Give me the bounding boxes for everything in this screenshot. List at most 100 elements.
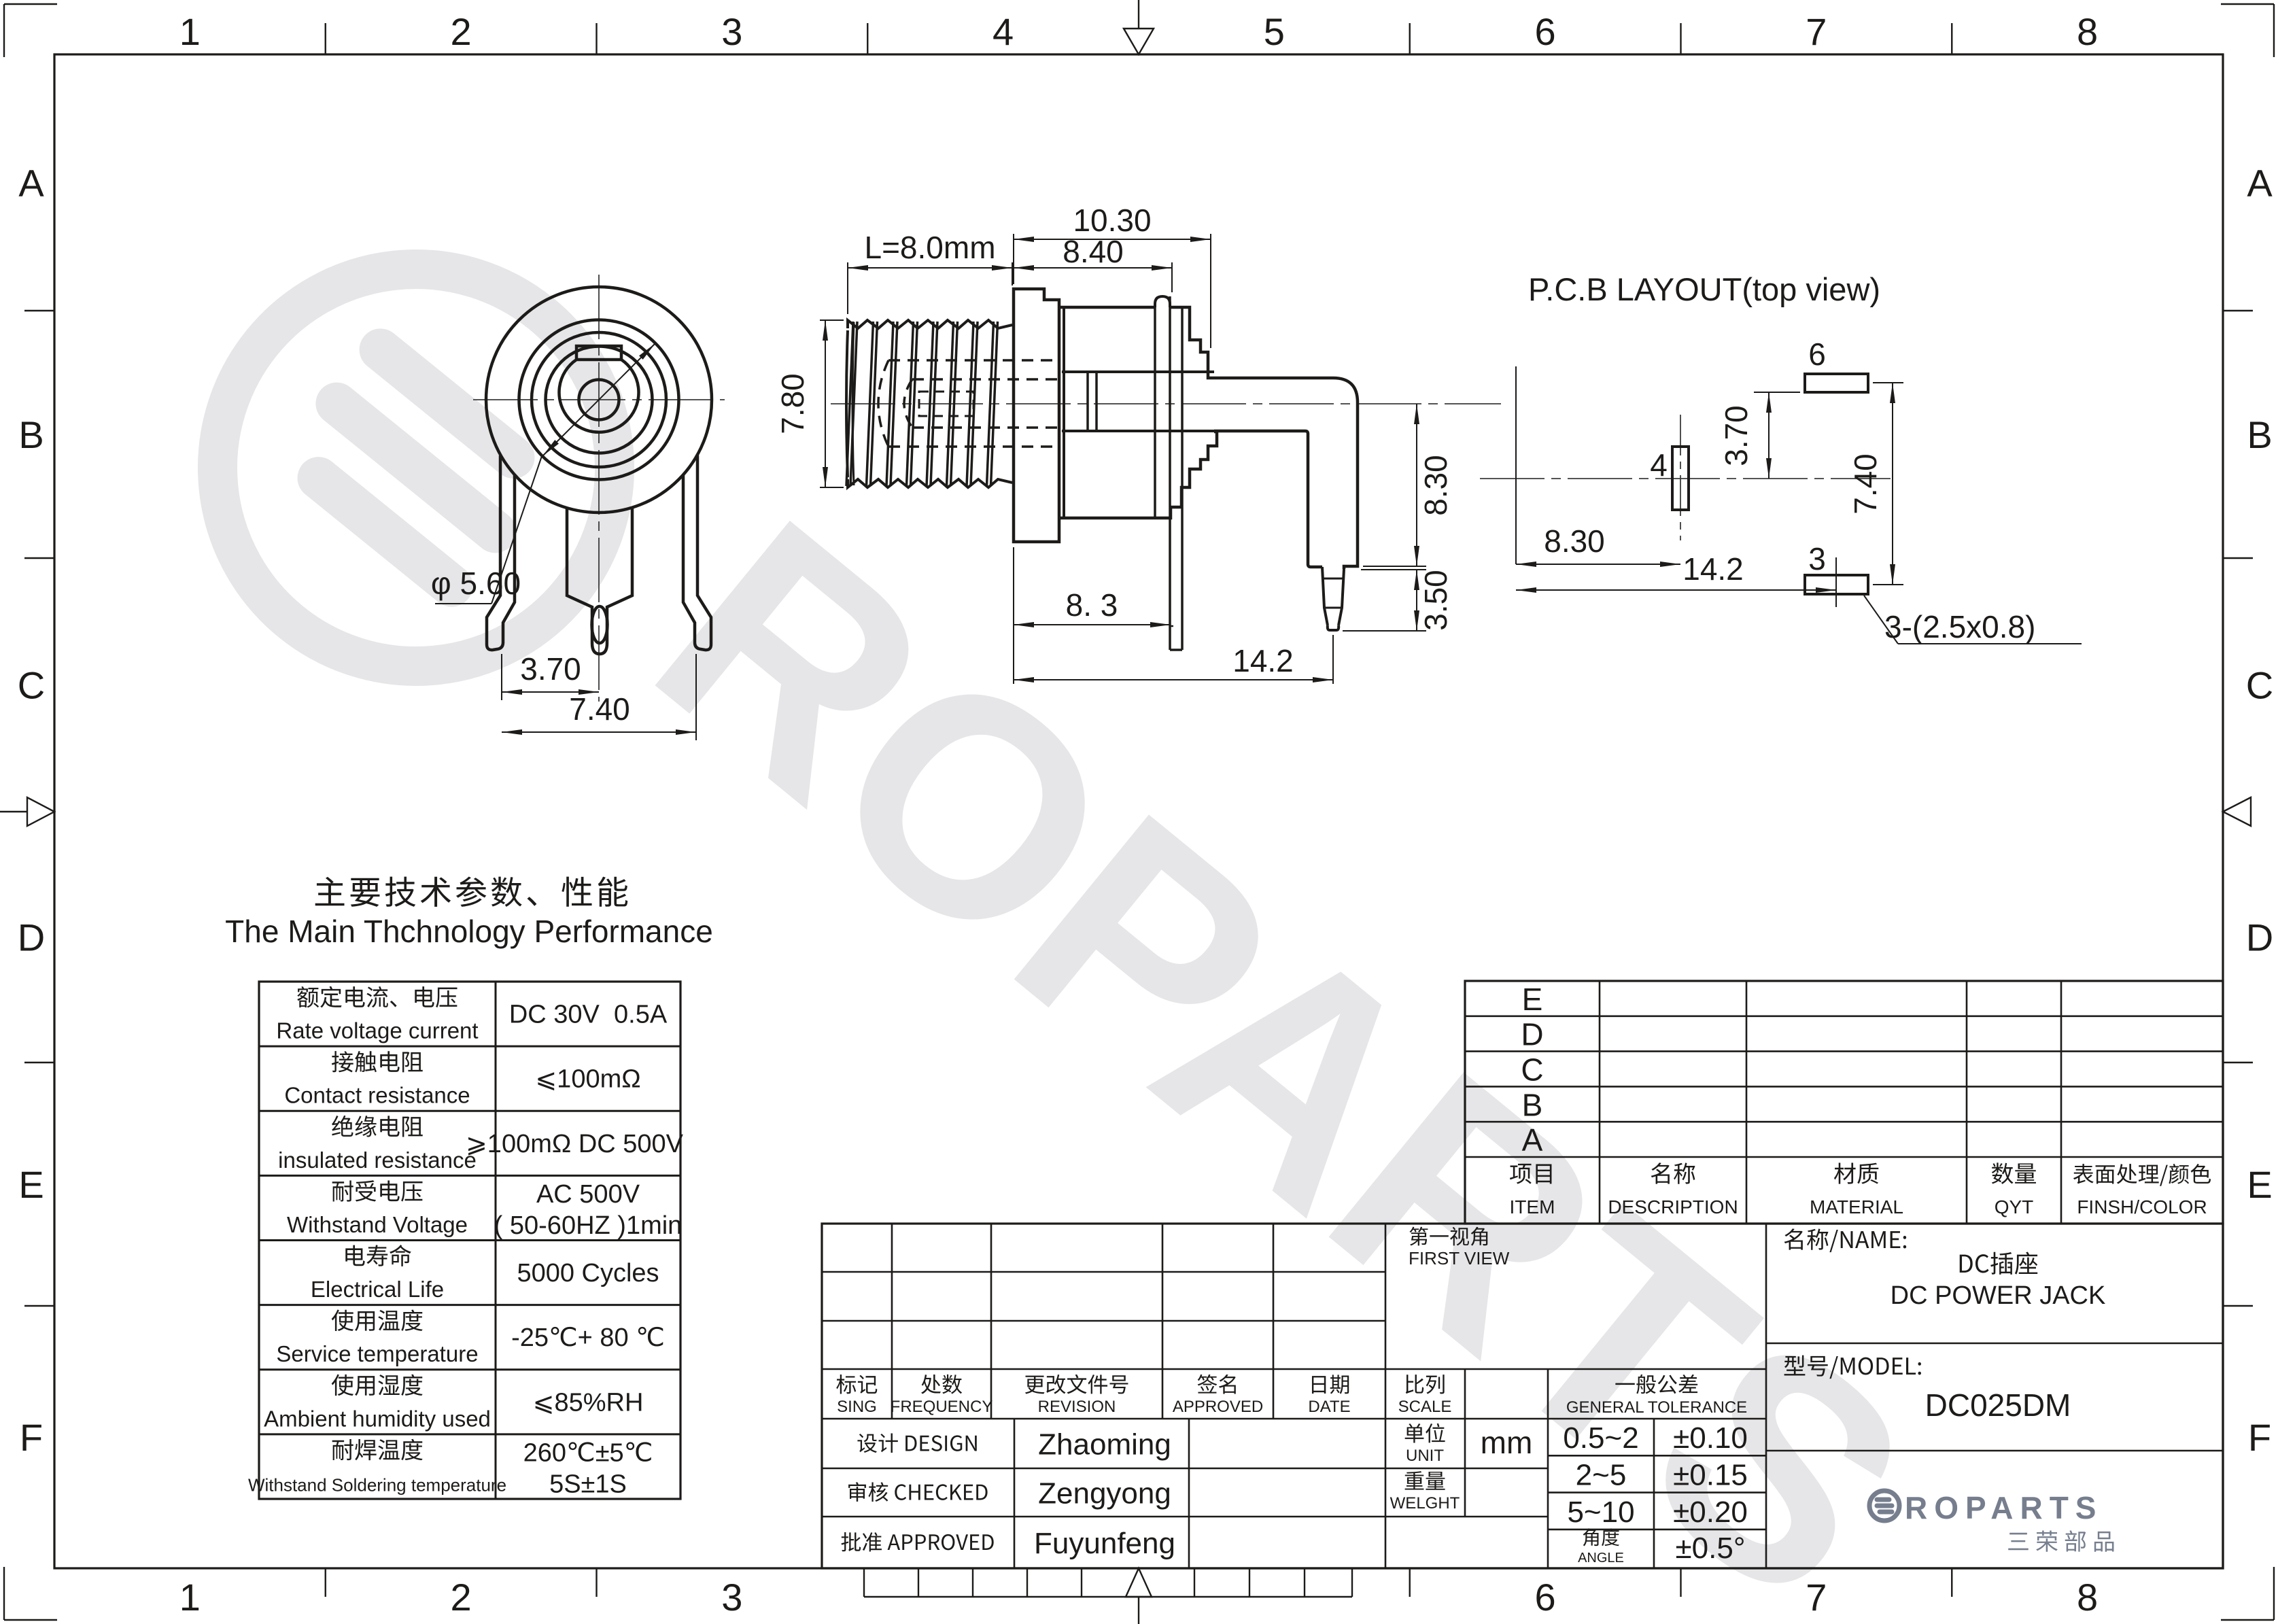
spec-row-0-cn-shape bbox=[366, 986, 388, 1008]
grid-col-label-top-6: 6 bbox=[1535, 10, 1556, 53]
pcb-dim-pad6-offset: 3.70 bbox=[1719, 405, 1754, 466]
first-view-cn-shape bbox=[1450, 1226, 1469, 1246]
grid-row-label-left-D: D bbox=[18, 916, 45, 959]
spec-row-2-cn-shape bbox=[332, 1115, 353, 1137]
rev-header-3-en: APPROVED bbox=[1173, 1398, 1263, 1416]
sign-row-0-label-shape bbox=[931, 1435, 942, 1451]
logo-cn bbox=[2008, 1530, 2114, 1552]
model-label-shape bbox=[1840, 1358, 1855, 1375]
spec-row-2-cn-shape bbox=[402, 1116, 423, 1137]
side-view-shape bbox=[846, 477, 1013, 491]
side-view-shape bbox=[903, 379, 914, 428]
pcb-pad6-label: 6 bbox=[1808, 336, 1826, 372]
grid-col-label-top-8: 8 bbox=[2077, 10, 2098, 53]
sign-row-2-label-shape bbox=[970, 1534, 980, 1550]
grid-row-label-right-E: E bbox=[2247, 1163, 2272, 1206]
name-cn-shape bbox=[1975, 1254, 1989, 1273]
sign-row-2-label-shape bbox=[915, 1534, 926, 1550]
weight-en: WELGHT bbox=[1390, 1494, 1460, 1513]
sign-row-1-label-shape bbox=[976, 1484, 988, 1500]
grid-col-label-top-2: 2 bbox=[451, 10, 472, 53]
scale-cn bbox=[1405, 1375, 1445, 1394]
sign-row-1-label-shape bbox=[964, 1484, 973, 1500]
spec-title-cn-shape bbox=[350, 878, 380, 907]
side-view-shape bbox=[925, 321, 935, 487]
unit-value: mm bbox=[1481, 1425, 1533, 1460]
name-label-shape bbox=[1903, 1235, 1907, 1249]
bom-header-1-en: DESCRIPTION bbox=[1608, 1196, 1738, 1217]
spec-row-5-cn-shape bbox=[355, 1311, 375, 1332]
bom-header-4-cn-shape bbox=[2073, 1164, 2094, 1184]
name-label-shape bbox=[1855, 1231, 1869, 1248]
bom-table: E D C B A ITEM DESCRIPTION MATERIAL QYT … bbox=[1464, 980, 2224, 1225]
spec-title-cn-shape bbox=[420, 876, 451, 907]
tolerance-cn-shape bbox=[1678, 1374, 1698, 1394]
sign-row-1-label-shape bbox=[868, 1482, 888, 1502]
spec-row-3-cn-shape bbox=[355, 1180, 377, 1202]
scale-en: SCALE bbox=[1398, 1398, 1452, 1416]
spec-title-en: The Main Thchnology Performance bbox=[225, 914, 713, 949]
bom-row-letter-0: E bbox=[1522, 982, 1543, 1017]
tolerance-row-0-range: 0.5~2 bbox=[1563, 1421, 1638, 1455]
grid-row-label-left-E: E bbox=[18, 1163, 44, 1206]
bom-header-4-cn bbox=[2073, 1164, 2211, 1186]
spec-row-2-value: ⩾100mΩ DC 500V bbox=[466, 1130, 684, 1158]
spec-row-7-cn-shape bbox=[332, 1439, 353, 1461]
spec-row-7-cn-shape bbox=[378, 1439, 400, 1460]
name-label-shape bbox=[1784, 1228, 1803, 1250]
watermark-shape-shape bbox=[198, 249, 634, 686]
spec-row-5-value: -25℃+ 80 ℃ bbox=[511, 1324, 665, 1352]
spec-row-6-value: ⩽85%RH bbox=[533, 1388, 644, 1417]
first-view-cn-shape bbox=[1470, 1226, 1488, 1246]
bom-row-letter-3: B bbox=[1522, 1087, 1543, 1122]
side-view-shape bbox=[889, 321, 899, 487]
grid-col-label-bottom-1: 1 bbox=[179, 1576, 201, 1619]
side-dim-thread-len: L=8.0mm bbox=[864, 230, 995, 265]
name-label-shape bbox=[1807, 1228, 1829, 1250]
company-logo-shape-shape bbox=[1874, 1497, 1895, 1515]
pcb-title: P.C.B LAYOUT(top view) bbox=[1528, 271, 1880, 307]
sign-row-1-label-shape bbox=[895, 1484, 907, 1500]
rev-header-1-en: FREQUENCY bbox=[891, 1398, 993, 1416]
scale-cn-shape bbox=[1426, 1375, 1445, 1394]
sign-row-1-label-shape bbox=[909, 1484, 920, 1500]
rev-header-2-cn-shape bbox=[1046, 1374, 1066, 1394]
spec-row-3-en: Withstand Voltage bbox=[287, 1212, 468, 1237]
spec-row-7-cn-shape bbox=[401, 1438, 423, 1461]
spec-row-7-cn bbox=[332, 1438, 423, 1461]
spec-row-5-cn-shape bbox=[331, 1309, 354, 1332]
pcb-dim-pad4-offset: 8.30 bbox=[1544, 523, 1605, 559]
sheet-frame-shape bbox=[2221, 796, 2252, 827]
rev-header-2-cn bbox=[1024, 1374, 1128, 1394]
side-view-shape bbox=[929, 321, 939, 487]
sign-row-2-label-shape bbox=[941, 1534, 955, 1551]
bom-header-0-en: ITEM bbox=[1510, 1196, 1555, 1217]
spec-title-cn-shape bbox=[315, 876, 345, 906]
tolerance-cn-shape bbox=[1636, 1374, 1656, 1394]
model-label-shape bbox=[1784, 1355, 1806, 1376]
side-dim-body-depth: 8.40 bbox=[1063, 234, 1124, 269]
bom-header-3-cn-shape bbox=[2015, 1163, 2036, 1184]
side-view-shape bbox=[849, 321, 859, 487]
sign-row-2-label-shape bbox=[902, 1534, 913, 1550]
title-block: FIRST VIEW DC POWER JACK DC025DM SING FR… bbox=[821, 1222, 2224, 1570]
spec-row-0-cn bbox=[297, 986, 458, 1008]
pcb-pad4-label: 4 bbox=[1650, 447, 1668, 483]
bom-row-letter-4: A bbox=[1522, 1122, 1543, 1158]
rev-header-1-cn bbox=[921, 1374, 963, 1394]
bom-header-3-cn bbox=[1991, 1162, 2036, 1184]
spec-row-0-cn-shape bbox=[345, 986, 365, 1007]
side-dim-tip-len: 3.50 bbox=[1418, 570, 1453, 631]
grid-row-label-right-C: C bbox=[2246, 664, 2273, 707]
watermark-shape bbox=[198, 249, 634, 686]
spec-row-6-cn-shape bbox=[378, 1375, 400, 1396]
side-view-shape bbox=[985, 321, 995, 487]
spec-row-2-en: insulated resistance bbox=[278, 1147, 477, 1173]
side-view-shape bbox=[1214, 376, 1360, 569]
sign-row-1-name: Zengyong bbox=[1038, 1477, 1171, 1510]
bom-header-0-cn-shape bbox=[1536, 1164, 1552, 1184]
rev-header-4-cn-shape bbox=[1311, 1376, 1326, 1394]
first-view-cn-shape bbox=[1409, 1226, 1428, 1246]
company-logo-shape bbox=[1867, 1488, 1902, 1523]
sign-row-2-label-shape bbox=[841, 1532, 861, 1552]
